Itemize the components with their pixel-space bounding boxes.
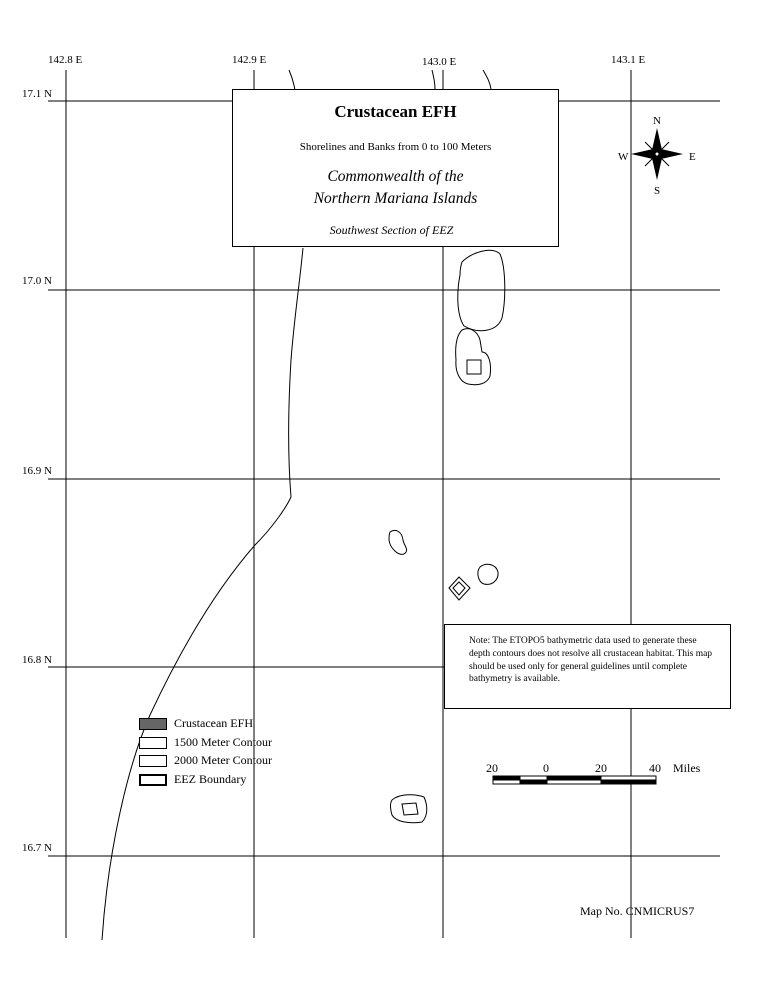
legend-label: 2000 Meter Contour	[174, 753, 272, 767]
lat-label: 16.7 N	[22, 842, 52, 854]
lat-label: 16.9 N	[22, 465, 52, 477]
lat-label: 17.1 N	[22, 88, 52, 100]
island-contour	[401, 802, 419, 816]
scale-label: 20	[595, 761, 607, 775]
legend-swatch-eez	[139, 773, 167, 786]
legend-swatch-efh	[139, 718, 167, 730]
compass-east-label: E	[689, 151, 696, 163]
compass-west-label: W	[618, 151, 629, 163]
lon-label: 143.1 E	[611, 54, 646, 66]
scale-label: 40	[649, 761, 661, 775]
compass-south-label: S	[654, 185, 660, 197]
island-contour	[448, 576, 471, 601]
map-title: Crustacean EFH	[334, 102, 457, 121]
island-contour	[388, 529, 408, 555]
map-number: Map No. CNMICRUS7	[580, 904, 695, 918]
lat-label: 17.0 N	[22, 275, 52, 287]
note-box: Note: The ETOPO5 bathymetric data used t…	[444, 624, 731, 709]
island-contour	[390, 794, 428, 824]
legend-swatch-2000m	[139, 755, 167, 767]
legend-label: Crustacean EFH	[174, 716, 253, 730]
lat-label: 16.8 N	[22, 654, 52, 666]
scale-unit-label: Miles	[673, 761, 701, 775]
section-label: Southwest Section of EEZ	[329, 223, 454, 237]
island-contour	[466, 359, 482, 375]
scale-bar	[492, 775, 657, 785]
eez-boundary-line	[482, 69, 492, 90]
lon-label: 143.0 E	[422, 56, 457, 68]
legend-label: EEZ Boundary	[174, 771, 247, 786]
island-contours	[388, 249, 506, 824]
lon-label: 142.9 E	[232, 54, 267, 66]
region-name: Commonwealth of the Northern Mariana Isl…	[233, 166, 558, 210]
note-text: Note: The ETOPO5 bathymetric data used t…	[469, 636, 713, 685]
eez-boundary-line	[431, 69, 436, 90]
map-subtitle: Shorelines and Banks from 0 to 100 Meter…	[299, 141, 492, 153]
region-line-1: Commonwealth of the	[327, 168, 464, 185]
compass-north-label: N	[653, 115, 661, 127]
island-contour	[455, 328, 491, 386]
region-line-2: Northern Mariana Islands	[313, 190, 478, 207]
scale-label: 0	[543, 761, 549, 775]
lon-label: 142.8 E	[48, 54, 83, 66]
island-contour	[457, 249, 506, 332]
island-contour	[452, 581, 466, 596]
island-contour	[477, 563, 499, 585]
legend-label: 1500 Meter Contour	[174, 734, 272, 749]
legend-swatch-1500m	[139, 736, 167, 749]
compass-rose-icon	[631, 128, 683, 180]
title-box: Crustacean EFH Shorelines and Banks from…	[232, 89, 559, 247]
scale-label: 20	[486, 761, 498, 775]
